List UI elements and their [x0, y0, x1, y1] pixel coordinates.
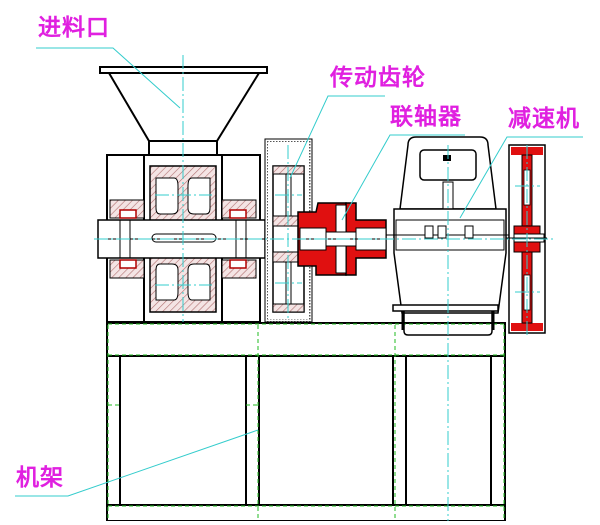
- label-drive-gear: 传动齿轮: [330, 64, 426, 91]
- leader-hopper: [36, 47, 181, 109]
- label-frame: 机架: [16, 464, 64, 491]
- leader-lines: [15, 47, 583, 497]
- bearing: [119, 209, 137, 219]
- label-coupling: 联轴器: [390, 103, 462, 130]
- hopper-funnel: [107, 72, 261, 142]
- reducer: [386, 136, 520, 336]
- leader-drive-gear: [289, 95, 385, 179]
- leader-coupling: [341, 134, 465, 221]
- frame-hidden-lines: [107, 323, 505, 521]
- centerlines: [94, 55, 555, 521]
- frame: [106, 322, 506, 522]
- leader-frame: [15, 429, 259, 497]
- label-reducer: 减速机: [508, 105, 580, 132]
- leader-reducer: [459, 136, 583, 219]
- frame-outline: [106, 322, 506, 522]
- breather-icon: [443, 155, 451, 161]
- label-hopper: 进料口: [38, 14, 110, 41]
